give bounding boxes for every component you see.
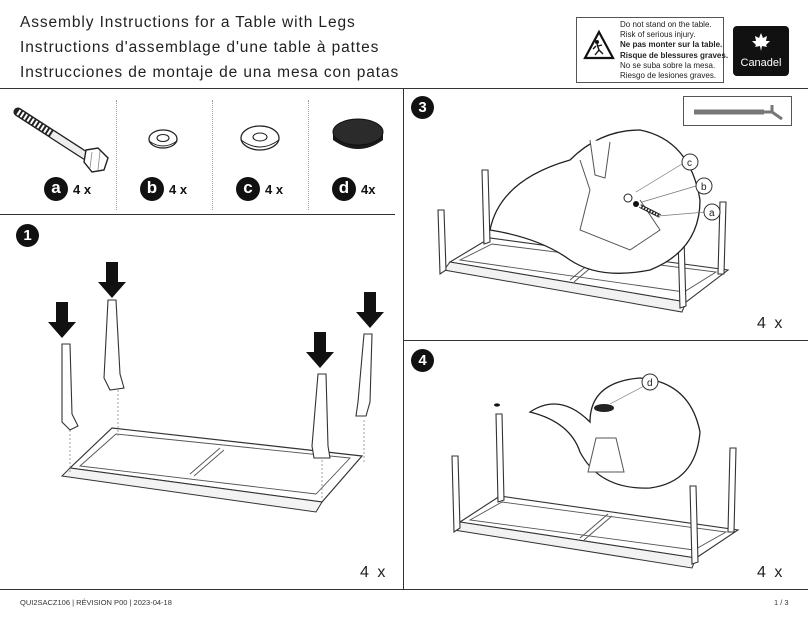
part-label-c: c 4 x — [236, 177, 283, 201]
part-qty-a: 4 x — [73, 181, 92, 197]
callout-b: b — [701, 182, 707, 193]
brand-name: Canadel — [740, 57, 782, 69]
parts-separator — [116, 100, 117, 210]
step-number-4: 4 — [411, 349, 434, 372]
document-code: QUI2SACZ106 | RÉVISION P00 | 2023-04-18 — [20, 598, 172, 607]
warning-line-en-1: Do not stand on the table. — [620, 20, 712, 29]
part-label-d: d 4x — [332, 177, 375, 201]
step-number-1: 1 — [16, 224, 39, 247]
title-french: Instructions d'assemblage d'une table à … — [20, 39, 380, 56]
step-number-3: 3 — [411, 96, 434, 119]
page-number: 1 / 3 — [774, 598, 789, 607]
warning-line-en-2: Risk of serious injury. — [620, 30, 696, 40]
brand-logo: Canadel — [733, 26, 789, 76]
part-letter-d: d — [332, 177, 356, 201]
lock-washer-icon — [148, 129, 178, 149]
callout-a: a — [709, 208, 715, 219]
part-qty-d: 4x — [361, 181, 376, 197]
parts-separator — [212, 100, 213, 210]
step-4-multiplier: 4 x — [757, 564, 785, 581]
center-divider — [403, 89, 404, 589]
title-spanish: Instrucciones de montaje de una mesa con… — [20, 64, 400, 81]
header-rule — [0, 88, 808, 89]
tool-hint-box — [683, 96, 792, 126]
part-qty-c: 4 x — [265, 181, 284, 197]
step-1-illustration — [48, 262, 384, 513]
maple-leaf-icon — [752, 33, 770, 51]
title-english: Assembly Instructions for a Table with L… — [20, 14, 356, 31]
parts-separator — [308, 100, 309, 210]
part-letter-b: b — [140, 177, 164, 201]
step-rule — [404, 340, 808, 341]
part-label-a: a 4 x — [44, 177, 91, 201]
felt-pad-icon — [332, 118, 384, 149]
down-arrow-icon — [48, 262, 384, 368]
callout-c: c — [687, 158, 692, 169]
step-3-multiplier: 4 x — [757, 315, 785, 332]
warning-line-fr-2: Risque de blessures graves. — [620, 50, 729, 60]
callout-d: d — [647, 378, 653, 389]
warning-box — [576, 17, 724, 83]
warning-triangle-icon — [583, 29, 615, 60]
warning-line-es-1: No se suba sobre la mesa. — [620, 60, 716, 70]
allen-key-icon — [694, 105, 783, 121]
warning-text: Do not stand on the table. Risk of serio… — [620, 20, 728, 81]
step-4-illustration: d — [451, 373, 740, 569]
bolt-icon — [13, 107, 109, 173]
flat-washer-icon — [240, 125, 280, 151]
part-label-b: b 4 x — [140, 177, 187, 201]
parts-rule — [0, 214, 395, 215]
part-letter-c: c — [236, 177, 260, 201]
warning-line-es-2: Riesgo de lesiones graves. — [620, 71, 717, 81]
step-1-multiplier: 4 x — [360, 564, 388, 581]
step-3-illustration: c b a — [437, 129, 730, 313]
footer-rule — [0, 589, 808, 590]
part-letter-a: a — [44, 177, 68, 201]
warning-line-fr-1: Ne pas monter sur la table. — [620, 40, 723, 50]
part-qty-b: 4 x — [169, 181, 188, 197]
